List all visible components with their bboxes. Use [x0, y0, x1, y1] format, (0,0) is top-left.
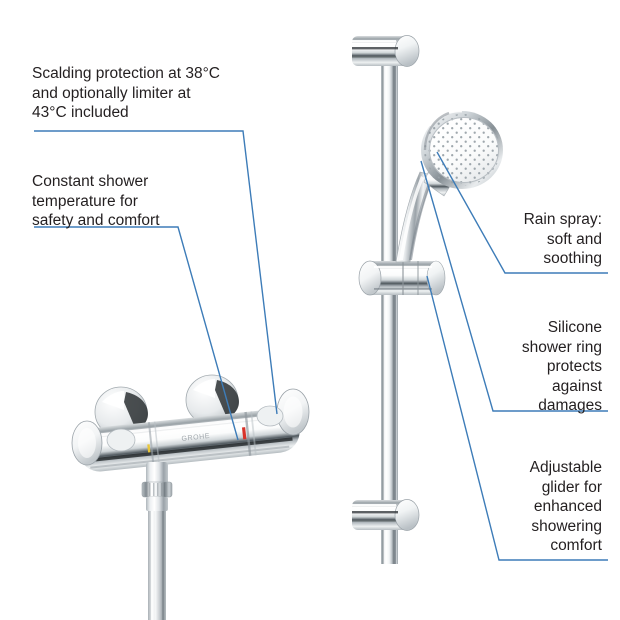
- slide-bar-bracket-bottom: [352, 499, 420, 531]
- callout-constant-temperature: Constant shower temperature for safety a…: [32, 173, 160, 229]
- leader-silicone-ring: [420, 160, 608, 412]
- slide-bar-bracket-top: [352, 35, 420, 67]
- shower-hose: [141, 462, 173, 620]
- leader-rain-spray: [436, 151, 608, 274]
- temperature-indicator: [241, 427, 247, 440]
- callout-rain-spray: Rain spray: soft and soothing: [523, 211, 602, 267]
- leader-scalding-protection: [34, 130, 278, 415]
- leader-constant-temperature: [34, 226, 239, 441]
- hand-shower: [395, 109, 503, 263]
- callout-silicone-shower-ring: Silicone shower ring protects against da…: [521, 319, 602, 414]
- thermostat-volume-handle: [71, 420, 103, 466]
- slide-bar-glider: [358, 260, 446, 296]
- callout-scalding-protection: Scalding protection at 38°C and optional…: [32, 65, 221, 121]
- thermostat-temperature-handle: [276, 388, 310, 436]
- brand-mark: GROHE: [181, 433, 210, 443]
- callout-adjustable-glider: Adjustable glider for enhanced showering…: [529, 459, 602, 554]
- leader-adjustable-glider: [426, 275, 608, 561]
- slide-bar-assembly: [352, 35, 446, 564]
